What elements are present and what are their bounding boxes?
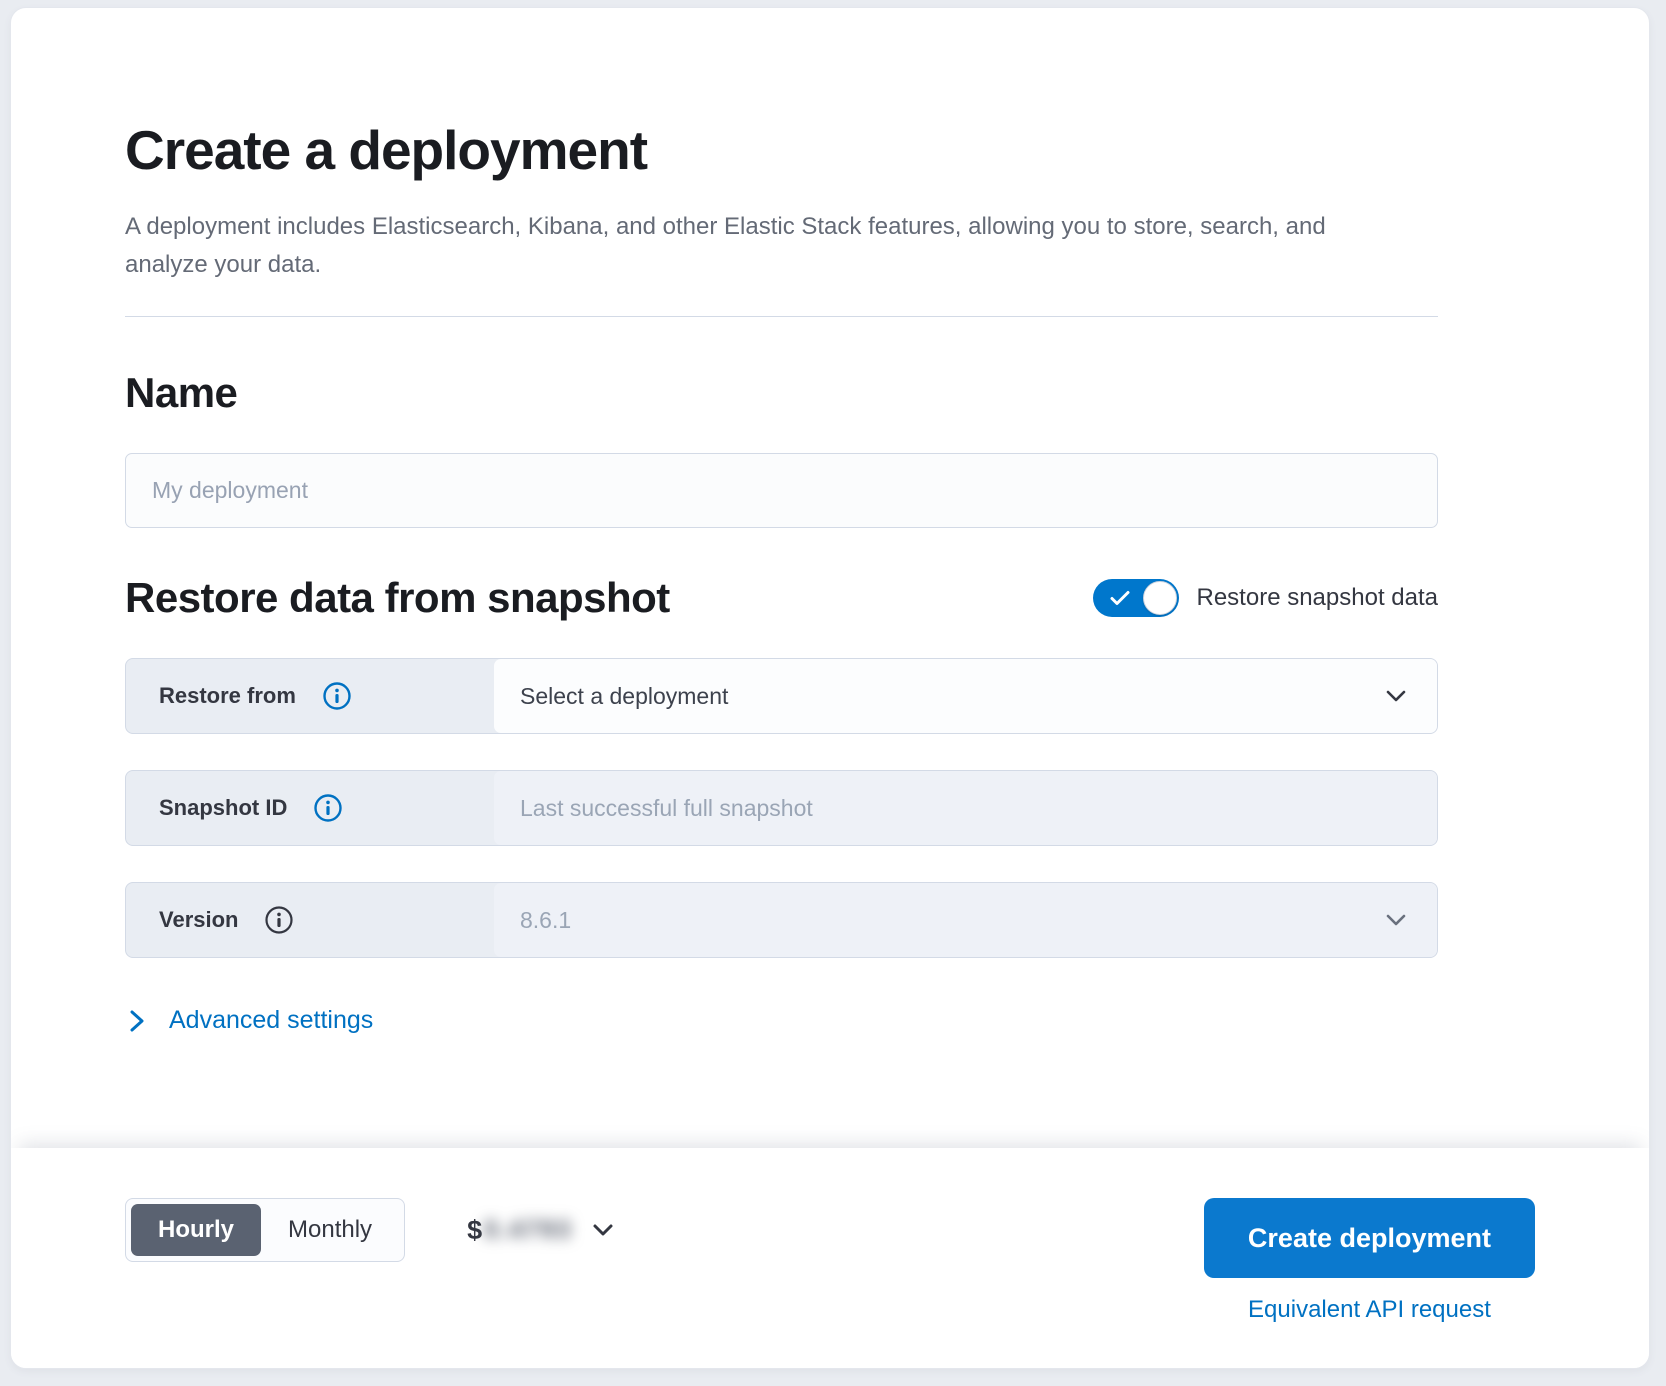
- chevron-down-icon: [1381, 905, 1411, 935]
- restore-from-select-value: Select a deployment: [520, 682, 729, 709]
- snapshot-id-field: [494, 771, 1437, 845]
- version-label: Version: [126, 883, 494, 957]
- price-breakdown-toggle[interactable]: $ 0.4793: [467, 1198, 619, 1262]
- page-subtitle: A deployment includes Elasticsearch, Kib…: [125, 213, 1326, 278]
- check-icon: [1109, 588, 1131, 608]
- restore-from-row: Restore from Select a deployment: [125, 658, 1438, 734]
- version-label-text: Version: [159, 907, 239, 932]
- billing-period-monthly-button[interactable]: Monthly: [261, 1204, 399, 1256]
- price-amount-blurred: 0.4793: [484, 1215, 573, 1244]
- info-icon[interactable]: [322, 681, 352, 711]
- snapshot-form-rows: Restore from Select a deployment Snapsho…: [125, 658, 1438, 958]
- snapshot-id-label-text: Snapshot ID: [159, 795, 288, 820]
- snapshot-id-row: Snapshot ID: [125, 770, 1438, 846]
- version-select: 8.6.1: [494, 883, 1437, 957]
- main-content: Create a deployment A deployment include…: [11, 8, 1649, 1148]
- create-deployment-card: Create a deployment A deployment include…: [10, 7, 1650, 1369]
- page-title: Create a deployment: [125, 119, 648, 181]
- info-icon[interactable]: [313, 793, 343, 823]
- equivalent-api-request-link[interactable]: Equivalent API request: [1248, 1296, 1491, 1323]
- snapshot-section-header: Restore data from snapshot Restore snaps…: [125, 574, 1438, 622]
- name-section-heading: Name: [125, 369, 238, 416]
- deployment-name-input[interactable]: [125, 453, 1438, 528]
- cta-column: Create deployment Equivalent API request: [1203, 1198, 1535, 1324]
- chevron-down-icon: [587, 1214, 619, 1246]
- version-row: Version 8.6.1: [125, 882, 1438, 958]
- chevron-right-icon: [125, 1007, 149, 1035]
- billing-period-hourly-button[interactable]: Hourly: [131, 1204, 262, 1256]
- snapshot-section-heading: Restore data from snapshot: [125, 574, 670, 621]
- snapshot-id-input[interactable]: [520, 794, 1411, 822]
- toggle-knob: [1142, 581, 1177, 615]
- billing-period-toggle: Hourly Monthly: [125, 1198, 406, 1262]
- price-currency: $: [467, 1214, 483, 1245]
- advanced-settings-label: Advanced settings: [169, 1006, 374, 1034]
- snapshot-id-label: Snapshot ID: [126, 771, 494, 845]
- restore-from-label-text: Restore from: [159, 683, 296, 708]
- restore-snapshot-toggle-label: Restore snapshot data: [1196, 584, 1439, 611]
- header-divider: [125, 316, 1438, 317]
- advanced-settings-link[interactable]: Advanced settings: [125, 1006, 373, 1035]
- create-deployment-button[interactable]: Create deployment: [1203, 1198, 1535, 1278]
- restore-from-label: Restore from: [126, 659, 494, 733]
- version-select-value: 8.6.1: [520, 906, 572, 933]
- restore-snapshot-toggle[interactable]: [1092, 579, 1179, 617]
- chevron-down-icon: [1381, 681, 1411, 711]
- restore-from-select[interactable]: Select a deployment: [494, 659, 1437, 733]
- info-icon[interactable]: [264, 905, 294, 935]
- footer-bar: Hourly Monthly $ 0.4793 Create deploymen…: [11, 1148, 1649, 1368]
